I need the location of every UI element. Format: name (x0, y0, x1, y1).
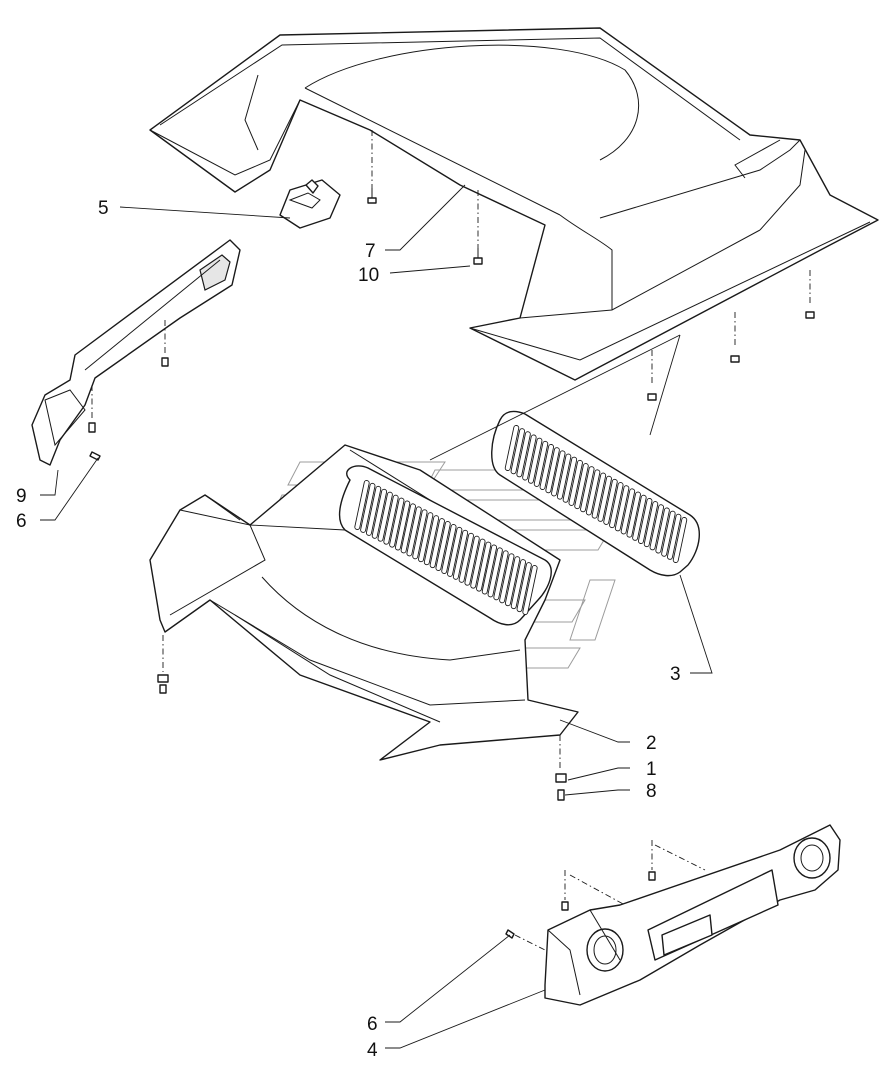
callout-3: 3 (670, 664, 681, 685)
grille-slot (666, 513, 682, 560)
grille-slot (522, 434, 537, 481)
grille-slot (585, 469, 601, 516)
grille-slots-lower (354, 480, 538, 615)
grille-slot (493, 550, 509, 601)
grille-slot (649, 504, 665, 551)
grille-slot (620, 488, 636, 535)
grille-slot (481, 544, 498, 595)
grille-slot (672, 516, 688, 564)
grille-slot (423, 515, 440, 566)
grille-slot (464, 535, 480, 586)
grille-slot (522, 565, 538, 615)
grille-slot (406, 506, 422, 557)
grille-slot (452, 529, 469, 580)
grille-slot (435, 521, 451, 571)
callout-10: 10 (358, 265, 379, 286)
grille-slots-upper (504, 424, 688, 564)
grille-slot (580, 466, 595, 513)
grille-slot (510, 428, 526, 475)
left-pillar-trim (31, 239, 241, 466)
grille-slot (614, 485, 630, 532)
callout-6-upper: 6 (16, 511, 27, 532)
grille-slot (418, 512, 434, 563)
grille-slot (429, 518, 445, 569)
grille-slot (539, 443, 555, 491)
grille-slot (470, 538, 486, 589)
grille-slot (383, 494, 399, 545)
grille-slot (504, 556, 521, 607)
grille-slot (516, 562, 532, 613)
callout-7: 7 (365, 241, 376, 262)
grille-slot (377, 491, 393, 542)
callouts: 5 7 10 9 6 3 2 1 8 6 4 (16, 198, 681, 1061)
grille-slot (447, 526, 463, 577)
grille-slot (389, 497, 405, 548)
grille-slot (568, 459, 583, 506)
callout-5: 5 (98, 198, 109, 219)
grille-slot (661, 510, 676, 557)
callout-1: 1 (646, 759, 657, 780)
callout-8: 8 (646, 781, 657, 802)
grille-slot (626, 491, 641, 538)
grille-slot (562, 456, 578, 503)
grille-slot (609, 482, 624, 529)
grille-slot (458, 532, 474, 583)
callout-2: 2 (646, 733, 657, 754)
grille-slot (643, 501, 659, 548)
grille-slot (354, 480, 370, 530)
grille-slot (371, 488, 388, 539)
callout-leaders (40, 184, 713, 1049)
grille-slot (574, 463, 589, 510)
grille-slot (499, 553, 515, 604)
roof-screws (367, 130, 815, 401)
grille-slot (632, 494, 647, 541)
dome-lamp (279, 179, 341, 229)
callout-9: 9 (16, 486, 27, 507)
grille-slot (365, 485, 382, 536)
grille-slot (591, 472, 607, 519)
grille-slot (400, 503, 416, 554)
grille-slot (487, 547, 503, 598)
grille-slot (545, 447, 560, 494)
grille-slot (441, 524, 457, 574)
grille-slot (412, 509, 428, 560)
grille-insert-lower (338, 465, 552, 626)
grille-slot (603, 478, 618, 525)
grille-slot (533, 440, 549, 487)
grille-slot (394, 500, 411, 551)
callout-6-lower: 6 (367, 1014, 378, 1035)
grille-slot (504, 424, 520, 472)
dashboard-trim (505, 824, 841, 1006)
callout-4: 4 (367, 1040, 378, 1061)
grille-slot (637, 497, 653, 545)
grille-slot (527, 437, 543, 484)
grille-slot (556, 453, 572, 500)
grille-slot (597, 475, 612, 522)
grille-upper (491, 410, 700, 577)
roof-panel (149, 27, 879, 381)
grille-slot (510, 559, 527, 610)
grille-slot (476, 541, 492, 592)
grille-slot (516, 431, 531, 478)
grille-slot (655, 507, 670, 554)
assembly-lines (249, 334, 681, 531)
grille-slot (360, 482, 376, 533)
grille-slot (551, 450, 566, 497)
